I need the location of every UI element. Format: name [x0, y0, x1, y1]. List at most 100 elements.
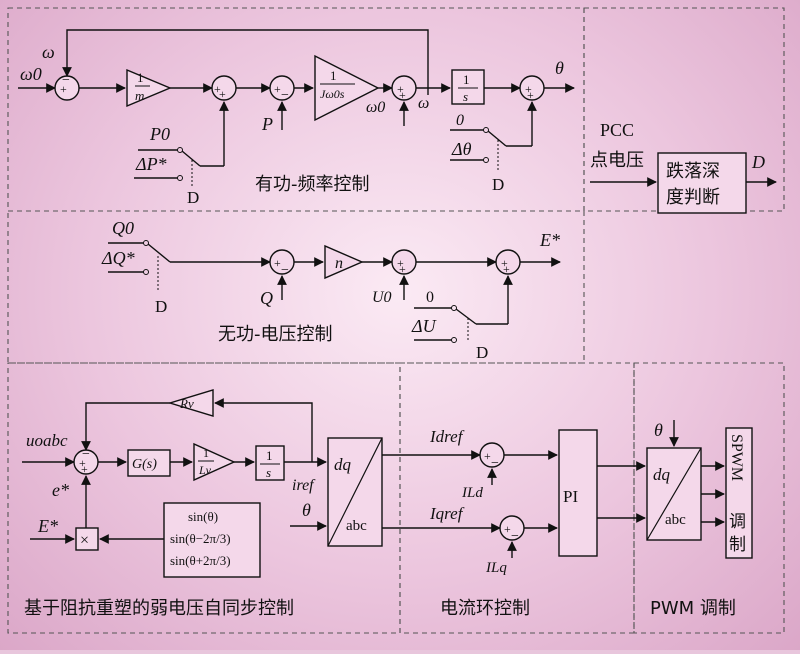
gain-1-over-lv — [193, 442, 236, 482]
multiplier-block — [75, 527, 99, 551]
integrator-theta — [451, 69, 485, 105]
svg-text:−: − — [281, 263, 289, 278]
svg-text:+: + — [399, 262, 406, 276]
svg-text:−: − — [281, 88, 289, 103]
svg-text:ΔQ*: ΔQ* — [101, 248, 135, 268]
svg-text:+: + — [501, 256, 508, 270]
svg-text:dq: dq — [653, 465, 671, 484]
svg-text:dq: dq — [334, 455, 352, 474]
svg-text:iref: iref — [292, 477, 316, 494]
svg-text:1: 1 — [330, 68, 337, 83]
svg-text:Q: Q — [260, 288, 273, 308]
svg-text:sin(θ): sin(θ) — [188, 509, 218, 524]
integrator-iref — [255, 445, 285, 481]
spwm-block — [725, 427, 753, 559]
svg-text:+: + — [79, 456, 86, 470]
svg-text:ILd: ILd — [461, 485, 483, 501]
pwm-title: PWM 调制 — [650, 598, 736, 619]
svg-text:+: + — [503, 262, 510, 276]
svg-text:P: P — [261, 114, 273, 134]
gain-n — [324, 244, 364, 280]
svg-text:+: + — [81, 462, 88, 476]
svg-text:+: + — [397, 82, 404, 96]
svg-text:+: + — [527, 88, 534, 102]
omega0-label: ω0 — [20, 64, 42, 84]
svg-text:ω: ω — [418, 95, 429, 112]
svg-text:D: D — [476, 343, 488, 362]
svg-text:0: 0 — [456, 112, 464, 129]
svg-text:Iqref: Iqref — [429, 504, 465, 523]
svg-text:θ: θ — [555, 58, 564, 78]
pi-controller — [558, 429, 598, 557]
omega-fb-label: ω — [42, 42, 55, 62]
svg-text:n: n — [335, 255, 343, 272]
svg-text:D: D — [492, 175, 504, 194]
svg-text:+: + — [274, 82, 281, 96]
svg-text:−: − — [491, 456, 499, 471]
svg-text:+: + — [484, 449, 491, 463]
impedance-title: 基于阻抗重塑的弱电压自同步控制 — [24, 598, 294, 619]
svg-text:D: D — [187, 188, 199, 207]
svg-text:ILq: ILq — [485, 560, 507, 576]
svg-text:uoabc: uoabc — [26, 431, 68, 450]
svg-text:m: m — [135, 88, 144, 103]
svg-text:SPWM: SPWM — [728, 434, 745, 481]
svg-text:0: 0 — [426, 289, 434, 306]
svg-text:Rv: Rv — [179, 396, 194, 411]
svg-text:调: 调 — [729, 512, 746, 532]
svg-text:点电压: 点电压 — [590, 150, 644, 171]
svg-text:+: + — [219, 87, 226, 101]
svg-text:1: 1 — [463, 72, 470, 87]
gain-1-over-m — [126, 68, 172, 108]
svg-text:PI: PI — [563, 487, 578, 506]
region-pwm — [633, 362, 785, 634]
g-of-s-block — [127, 449, 171, 477]
svg-text:abc: abc — [346, 518, 367, 534]
svg-text:sin(θ+2π/3): sin(θ+2π/3) — [170, 553, 231, 568]
svg-text:PCC: PCC — [600, 120, 634, 140]
svg-text:Δθ: Δθ — [451, 139, 472, 159]
svg-text:G(s): G(s) — [132, 457, 157, 472]
svg-text:+: + — [397, 256, 404, 270]
gain-rv — [167, 389, 214, 417]
svg-text:1: 1 — [266, 448, 273, 463]
svg-text:制: 制 — [729, 535, 746, 555]
svg-text:ω0: ω0 — [366, 99, 385, 116]
svg-text:+: + — [399, 88, 406, 102]
svg-text:Idref: Idref — [429, 427, 465, 446]
region-drop-detection — [583, 7, 785, 212]
svg-text:度判断: 度判断 — [666, 187, 720, 208]
svg-text:θ: θ — [302, 500, 311, 520]
active-power-title: 有功-频率控制 — [255, 174, 370, 195]
svg-text:P0: P0 — [149, 124, 170, 144]
svg-text:U0: U0 — [372, 289, 392, 306]
svg-text:θ: θ — [654, 420, 663, 440]
gain-1-over-jw0s — [314, 54, 380, 122]
svg-text:1: 1 — [137, 70, 144, 85]
sin-generator — [163, 502, 261, 578]
svg-text:跌落深: 跌落深 — [666, 161, 720, 182]
region-current-loop — [399, 362, 635, 634]
svg-text:−: − — [511, 529, 519, 544]
svg-text:s: s — [463, 89, 468, 104]
svg-text:+: + — [525, 82, 532, 96]
svg-text:+: + — [214, 82, 221, 96]
svg-text:E*: E* — [539, 230, 560, 250]
svg-text:Jω0s: Jω0s — [320, 87, 345, 101]
svg-text:+: + — [504, 522, 511, 536]
svg-text:ΔP*: ΔP* — [135, 154, 167, 174]
svg-text:−: − — [62, 73, 70, 88]
svg-text:E*: E* — [37, 516, 58, 536]
svg-text:D: D — [155, 297, 167, 316]
svg-text:Lv: Lv — [198, 463, 212, 477]
reactive-power-title: 无功-电压控制 — [218, 324, 333, 345]
svg-text:−: − — [82, 447, 90, 462]
current-loop-title: 电流环控制 — [440, 598, 530, 619]
drop-depth-block — [657, 152, 747, 214]
svg-text:×: × — [80, 532, 89, 549]
svg-text:ΔU: ΔU — [411, 316, 437, 336]
svg-text:1: 1 — [203, 446, 209, 460]
region-reactive-power — [7, 210, 585, 364]
svg-text:e*: e* — [52, 480, 69, 500]
